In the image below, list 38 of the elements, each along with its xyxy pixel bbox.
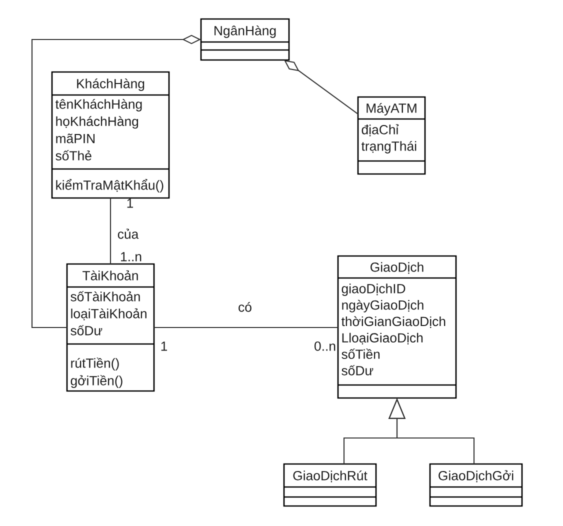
- association-line: [154, 326, 338, 328]
- class-box: [337, 255, 457, 399]
- attribute: tênKháchHàng: [55, 98, 142, 112]
- class-box: [357, 96, 426, 175]
- attribute: loạiTàiKhoản: [71, 308, 146, 320]
- class-name: KháchHàng: [77, 78, 144, 91]
- attribute: trạngThái: [361, 140, 416, 154]
- attribute: họKháchHàng: [56, 116, 138, 129]
- class-name: TàiKhoản: [82, 270, 138, 280]
- class-name: GiaoDịch: [370, 262, 424, 274]
- attribute: sốThẻ: [56, 150, 92, 160]
- attribute: sốDư: [342, 365, 374, 376]
- class-box: [283, 463, 377, 507]
- class-name: MáyATM: [366, 102, 416, 116]
- aggregation-line: [284, 60, 358, 114]
- operation: kiểmTraMậtKhẩu(): [56, 179, 164, 192]
- attribute: địaChỉ: [362, 124, 399, 136]
- class-box: [66, 263, 155, 392]
- attribute: thờiGianGiaoDịch: [341, 316, 446, 328]
- attribute: mãPIN: [56, 134, 95, 144]
- multiplicity-label: 1..n: [121, 252, 142, 262]
- attribute: ngàyGiaoDịch: [342, 300, 424, 312]
- association-label: của: [118, 228, 139, 239]
- attribute: sốDư: [70, 325, 102, 336]
- class-name: GiaoDịchGởi: [438, 470, 514, 482]
- class-box: [200, 18, 290, 61]
- attribute: sốTàiKhoản: [70, 291, 140, 302]
- attribute: LloạiGiaoDịch: [342, 332, 423, 344]
- association-line: [110, 198, 112, 264]
- operation: gởiTiền(): [70, 375, 122, 388]
- association-label: có: [238, 302, 252, 312]
- class-box: [429, 463, 523, 507]
- attribute: sốTiền: [342, 348, 380, 359]
- operation: rútTiền(): [71, 358, 119, 370]
- class-name: NgânHàng: [214, 25, 276, 38]
- class-name: GiaoDịchRút: [293, 470, 368, 482]
- attribute: giaoDịchID: [342, 284, 406, 296]
- class-box: [51, 71, 170, 199]
